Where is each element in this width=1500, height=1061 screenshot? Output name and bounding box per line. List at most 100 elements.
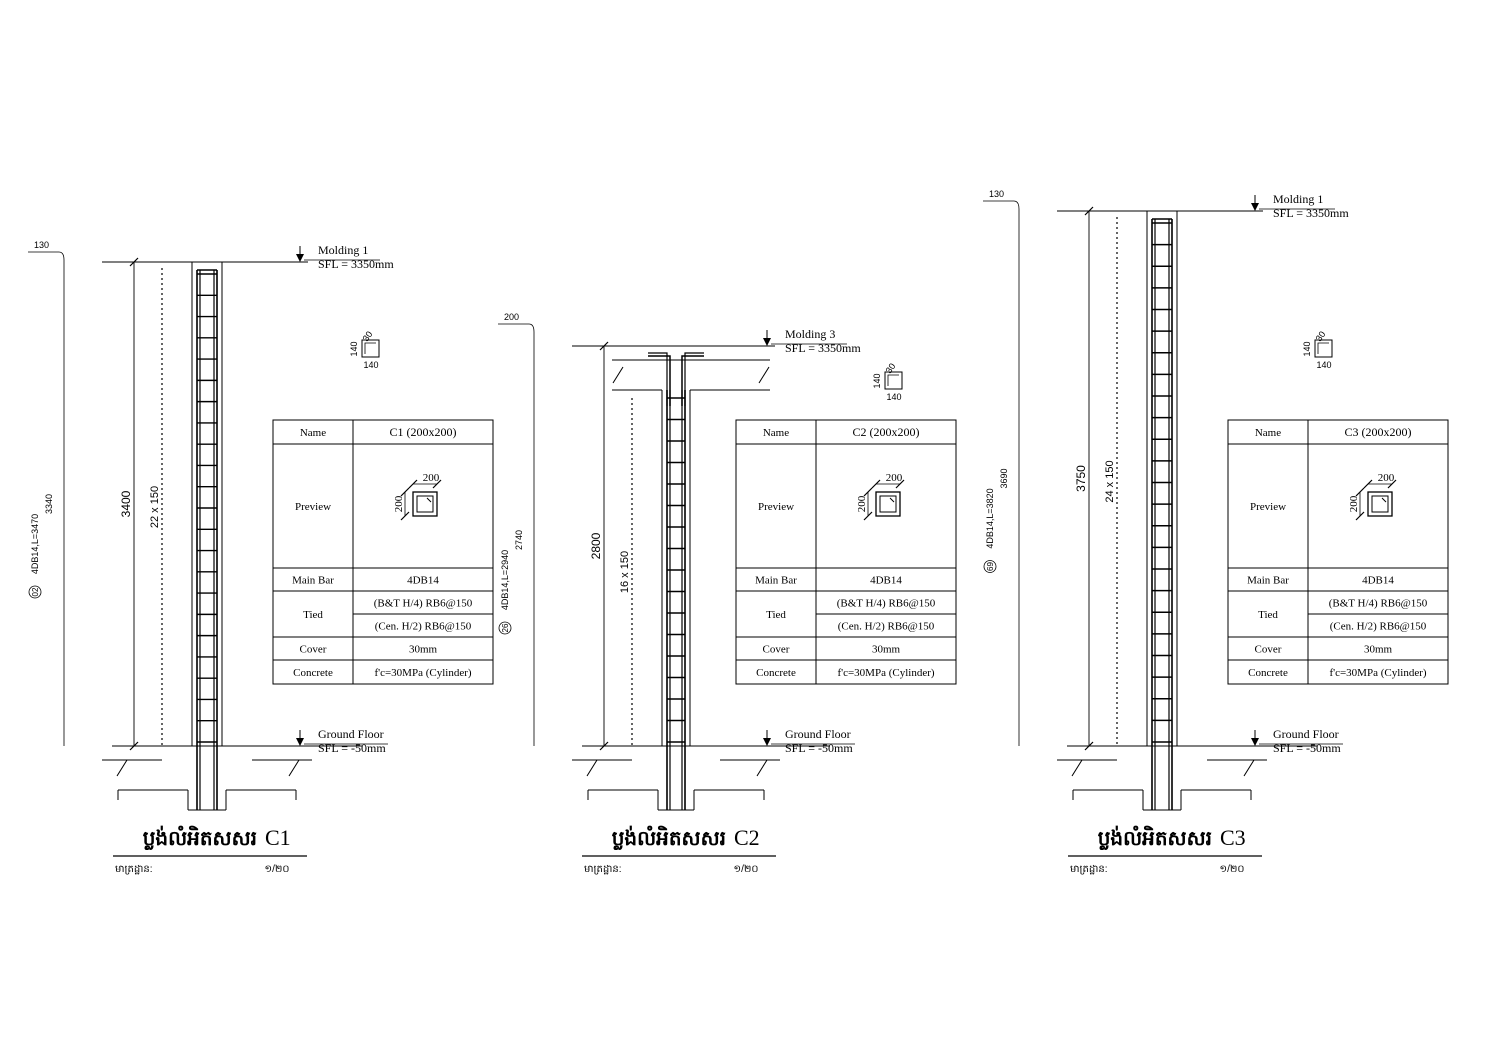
table-main-bar-label: Main Bar (1247, 575, 1289, 587)
preview-hook (426, 497, 432, 503)
table-main-bar-value: 4DB14 (407, 575, 439, 587)
table-tied-label: Tied (303, 609, 323, 621)
scale-value: ១/២០ (1220, 864, 1245, 875)
ground-level-name: Ground Floor (1273, 727, 1339, 741)
height-dim: 2800 (589, 532, 603, 559)
preview-column-section (1367, 491, 1393, 517)
table-tied-value-1: (B&T H/4) RB6@150 (374, 598, 473, 610)
mini-section-box (884, 371, 903, 390)
drawing-title-kh: ប្លង់លំអិតសសរ (1098, 825, 1212, 851)
rebar-mark-circle (28, 585, 42, 599)
scale-value: ១/២០ (265, 864, 290, 875)
drawing-title-code: C1 (265, 825, 291, 850)
top-level-name: Molding 1 (1273, 192, 1323, 206)
table-tied-value-2: (Cen. H/2) RB6@150 (1330, 621, 1427, 633)
ground-level-name: Ground Floor (318, 727, 384, 741)
table-cover-value: 30mm (872, 644, 901, 656)
drawing-title-kh: ប្លង់លំអិតសសរ (143, 825, 257, 851)
dim-tick (408, 479, 418, 489)
table-border (735, 419, 957, 685)
ground-level-sfl: SFL = -50mm (1273, 741, 1341, 755)
scale-label: មាត្រដ្ឋាន: (584, 864, 622, 875)
ground-level-sfl: SFL = -50mm (318, 741, 386, 755)
mini-section-box (1314, 339, 1333, 358)
table-tied-label: Tied (766, 609, 786, 621)
rebar-note: 4DB14,L=3470 (30, 514, 40, 574)
table-concrete-label: Concrete (1248, 667, 1288, 679)
top-level-sfl: SFL = 3350mm (318, 257, 394, 271)
rebar-hook-right (681, 355, 704, 406)
mini-section-bar (887, 374, 899, 386)
preview-stirrup (879, 495, 897, 513)
preview-column-section (875, 491, 901, 517)
preview-hook (889, 497, 895, 503)
preview-width-dim: 200 (886, 472, 903, 484)
table-name-label: Name (300, 427, 326, 439)
rebar-hook-right-2 (684, 352, 704, 406)
overall-top-dim: 200 (504, 312, 519, 322)
table-name-value: C1 (200x200) (390, 425, 457, 439)
overall-dim-bracket (983, 200, 1020, 746)
height-dim: 3400 (119, 490, 133, 517)
drawing-title-code: C2 (734, 825, 760, 850)
mini-top-dim: 30 (361, 329, 375, 343)
table-name-label: Name (763, 427, 789, 439)
table-main-bar-label: Main Bar (755, 575, 797, 587)
table-name-label: Name (1255, 427, 1281, 439)
rebar-note: 4DB14,L=2940 (500, 550, 510, 610)
rebar-mark-circle (983, 560, 997, 573)
dim-tick (599, 741, 609, 751)
ground-level-sfl: SFL = -50mm (785, 741, 853, 755)
scale-label: មាត្រដ្ឋាន: (1070, 864, 1108, 875)
overall-top-dim: 130 (989, 189, 1004, 199)
table-preview-label: Preview (758, 501, 794, 513)
mini-left-dim: 140 (1302, 341, 1312, 356)
scale-label: មាត្រដ្ឋាន: (115, 864, 153, 875)
dim-tick (863, 487, 873, 497)
ground-level-marker (296, 738, 304, 746)
table-border (1227, 419, 1449, 685)
overall-top-dim: 130 (34, 240, 49, 250)
rebar-mark: 02 (31, 587, 40, 596)
slab-break-right (758, 366, 770, 384)
dim-tick (1355, 511, 1365, 521)
table-tied-label: Tied (1258, 609, 1278, 621)
dim-tick (432, 479, 442, 489)
table-main-bar-value: 4DB14 (1362, 575, 1394, 587)
mini-section-box (361, 339, 380, 358)
table-cover-value: 30mm (1364, 644, 1393, 656)
preview-stirrup (1371, 495, 1389, 513)
table-cover-label: Cover (763, 644, 790, 656)
ground-level-name: Ground Floor (785, 727, 851, 741)
rebar-hook-left (648, 355, 671, 406)
rebar-mark: 69 (986, 562, 995, 571)
dim-tick (400, 487, 410, 497)
rebar-note: 4DB14,L=3820 (985, 488, 995, 548)
table-tied-value-1: (B&T H/4) RB6@150 (1329, 598, 1428, 610)
mini-bottom-dim: 140 (1316, 360, 1331, 370)
ground-break-right (756, 759, 768, 777)
ground-break-left (116, 759, 128, 777)
table-name-value: C3 (200x200) (1345, 425, 1412, 439)
mini-bottom-dim: 140 (886, 392, 901, 402)
ground-level-marker (1251, 738, 1259, 746)
dim-tick (400, 511, 410, 521)
top-level-marker (296, 254, 304, 262)
dim-tick (895, 479, 905, 489)
rebar-hook-left-2 (648, 352, 668, 406)
total-dim: 3690 (999, 468, 1009, 488)
table-concrete-value: f'c=30MPa (Cylinder) (1329, 667, 1426, 679)
dim-tick (599, 341, 609, 351)
stirrup-count: 24 x 150 (1104, 460, 1116, 502)
drawing-title-kh: ប្លង់លំអិតសសរ (612, 825, 726, 851)
table-preview-label: Preview (1250, 501, 1286, 513)
table-concrete-value: f'c=30MPa (Cylinder) (374, 667, 471, 679)
top-level-sfl: SFL = 3350mm (785, 341, 861, 355)
